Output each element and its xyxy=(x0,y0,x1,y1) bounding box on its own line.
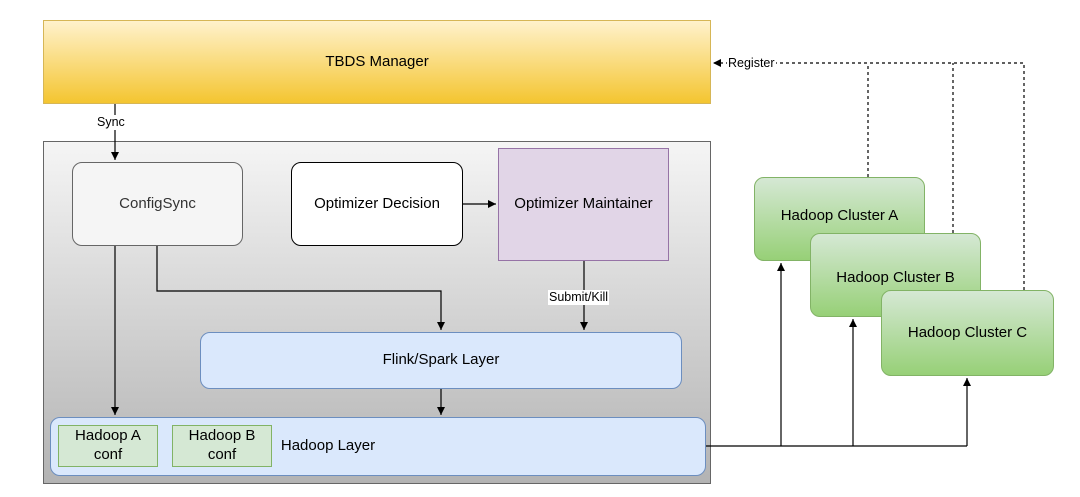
submit-kill-label: Submit/Kill xyxy=(548,290,610,305)
hadoop-b-conf-box: Hadoop B conf xyxy=(172,425,272,467)
tbds-manager-label: TBDS Manager xyxy=(325,52,429,70)
flink-spark-layer-box: Flink/Spark Layer xyxy=(200,332,682,389)
tbds-manager-box: TBDS Manager xyxy=(43,20,711,104)
register-label: Register xyxy=(727,56,776,71)
register-dashed-line xyxy=(713,59,1025,290)
hadoop-cluster-b-label: Hadoop Cluster B xyxy=(836,268,955,286)
hadoop-cluster-c-box: Hadoop Cluster C xyxy=(881,290,1054,376)
hadoop-b-conf-label: Hadoop B conf xyxy=(188,427,256,463)
configsync-label: ConfigSync xyxy=(119,194,196,212)
optimizer-maintainer-box: Optimizer Maintainer xyxy=(498,148,669,261)
optimizer-decision-box: Optimizer Decision xyxy=(291,162,463,246)
hadoop-cluster-c-label: Hadoop Cluster C xyxy=(907,323,1028,341)
optimizer-decision-label: Optimizer Decision xyxy=(314,194,440,212)
flink-spark-layer-label: Flink/Spark Layer xyxy=(382,351,500,369)
configsync-to-flink-arrow xyxy=(156,246,445,330)
configsync-box: ConfigSync xyxy=(72,162,243,246)
hadoop-a-conf-box: Hadoop A conf xyxy=(58,425,158,467)
sync-label: Sync xyxy=(96,115,126,130)
hadoop-a-conf-label: Hadoop A conf xyxy=(75,427,141,463)
hadoop-layer-label: Hadoop Layer xyxy=(280,437,376,455)
hadoop-cluster-a-label: Hadoop Cluster A xyxy=(780,206,899,224)
optimizer-maintainer-label: Optimizer Maintainer xyxy=(514,195,653,213)
hadoop-layer-box: Hadoop Layer xyxy=(50,417,706,476)
